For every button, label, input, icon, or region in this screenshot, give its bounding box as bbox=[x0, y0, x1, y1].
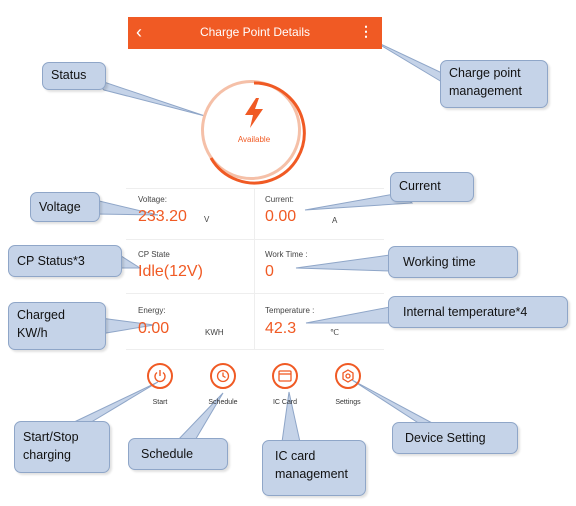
divider bbox=[126, 239, 384, 240]
callout-device-setting: Device Setting bbox=[392, 422, 518, 454]
callout-working-time: Working time bbox=[388, 246, 518, 278]
callout-start-stop: Start/Stop charging bbox=[14, 421, 110, 473]
callout-cp-status: CP Status*3 bbox=[8, 245, 122, 277]
status-ring-arc bbox=[209, 81, 306, 185]
divider bbox=[126, 188, 384, 189]
current-unit: A bbox=[332, 216, 338, 225]
divider bbox=[126, 293, 384, 294]
callout-ic-card: IC card management bbox=[262, 440, 366, 496]
status-label: Available bbox=[237, 135, 271, 144]
gear-icon bbox=[342, 369, 354, 383]
status-pointer bbox=[91, 77, 206, 117]
current-label: Current: bbox=[265, 195, 294, 204]
callout-internal-temperature: Internal temperature*4 bbox=[388, 296, 568, 328]
card-icon bbox=[278, 370, 292, 382]
temperature-unit: ℃ bbox=[330, 328, 339, 337]
temperature-value: 42.3 bbox=[265, 320, 297, 337]
lightning-bolt-icon bbox=[245, 98, 263, 128]
start-label: Start bbox=[152, 399, 168, 406]
callout-charged: Charged KW/h bbox=[8, 302, 106, 350]
energy-label: Energy: bbox=[138, 306, 166, 315]
callout-schedule: Schedule bbox=[128, 438, 228, 470]
settings-label: Settings bbox=[335, 399, 361, 406]
schedule-label: Schedule bbox=[208, 399, 238, 406]
ic-card-button[interactable] bbox=[272, 363, 298, 389]
work-time-label: Work Time : bbox=[265, 250, 308, 259]
divider bbox=[126, 349, 384, 350]
back-chevron-icon[interactable]: ‹ bbox=[136, 22, 142, 42]
energy-unit: KWH bbox=[205, 328, 224, 337]
callout-voltage: Voltage bbox=[30, 192, 100, 222]
app-bar: ‹ Charge Point Details ⋮ bbox=[128, 17, 382, 49]
energy-value: 0.00 bbox=[138, 320, 170, 337]
current-value: 0.00 bbox=[265, 208, 297, 225]
divider bbox=[254, 188, 255, 349]
voltage-label: Voltage: bbox=[138, 195, 167, 204]
status-ring bbox=[201, 80, 301, 180]
clock-icon bbox=[216, 369, 230, 383]
cp-state-value: Idle(12V) bbox=[138, 263, 203, 280]
cp-state-label: CP State bbox=[138, 250, 170, 259]
voltage-unit: V bbox=[204, 215, 210, 224]
callout-current: Current bbox=[390, 172, 474, 202]
voltage-value: 233.20 bbox=[138, 208, 187, 225]
more-vertical-icon[interactable]: ⋮ bbox=[359, 23, 373, 39]
power-icon bbox=[154, 370, 166, 383]
work-time-value: 0 bbox=[265, 263, 274, 280]
working-time-pointer bbox=[295, 254, 391, 272]
callout-status: Status bbox=[42, 62, 106, 90]
start-button[interactable] bbox=[147, 363, 173, 389]
callout-cp-management: Charge point management bbox=[440, 60, 548, 108]
temperature-label: Temperature : bbox=[265, 306, 315, 315]
app-title: Charge Point Details bbox=[199, 25, 311, 39]
ic-card-label: IC Card bbox=[272, 399, 298, 406]
settings-button[interactable] bbox=[335, 363, 361, 389]
schedule-button[interactable] bbox=[210, 363, 236, 389]
internal-temp-pointer bbox=[305, 306, 391, 324]
